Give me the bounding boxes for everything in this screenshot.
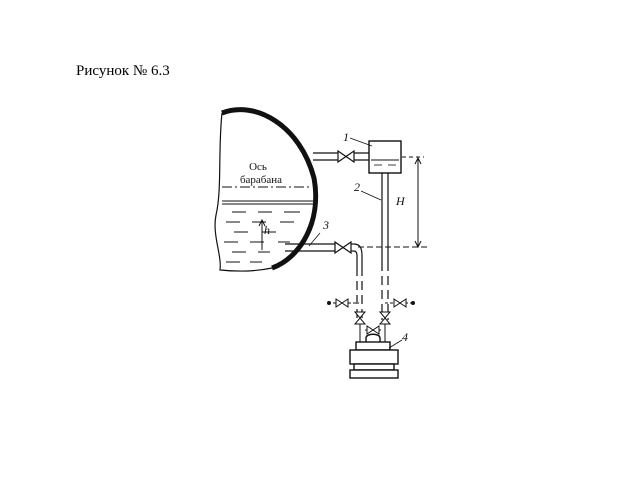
- drum-axis-label-line1: Ось: [249, 161, 267, 173]
- measuring-tube: [381, 173, 389, 262]
- label-3: 3: [322, 218, 329, 232]
- upper-pipe: [313, 152, 370, 161]
- label-4: 4: [402, 330, 408, 344]
- differential-manometer: [349, 333, 399, 379]
- lower-valve: [334, 240, 352, 255]
- gauge-inlet-valves: [353, 311, 392, 342]
- condensate-vessel: [368, 140, 402, 174]
- drum-cut-edge: [214, 112, 273, 272]
- purge-lines: [327, 298, 415, 308]
- dimension-h: h: [258, 218, 270, 250]
- leader-4: [388, 339, 403, 349]
- figure-title: Рисунок № 6.3: [76, 63, 170, 79]
- drum-water: [222, 200, 316, 263]
- upper-valve: [337, 149, 355, 164]
- leader-1: [349, 137, 373, 147]
- label-1: 1: [343, 130, 349, 144]
- drum-axis-label-line2: барабана: [240, 174, 282, 186]
- leader-3: [308, 232, 321, 247]
- label-H: H: [395, 194, 406, 208]
- label-h: h: [264, 223, 270, 237]
- drum: [214, 107, 319, 272]
- dimension-H: [414, 156, 422, 249]
- leader-2: [360, 190, 382, 201]
- impulse-lines: [356, 262, 389, 320]
- label-2: 2: [354, 180, 360, 194]
